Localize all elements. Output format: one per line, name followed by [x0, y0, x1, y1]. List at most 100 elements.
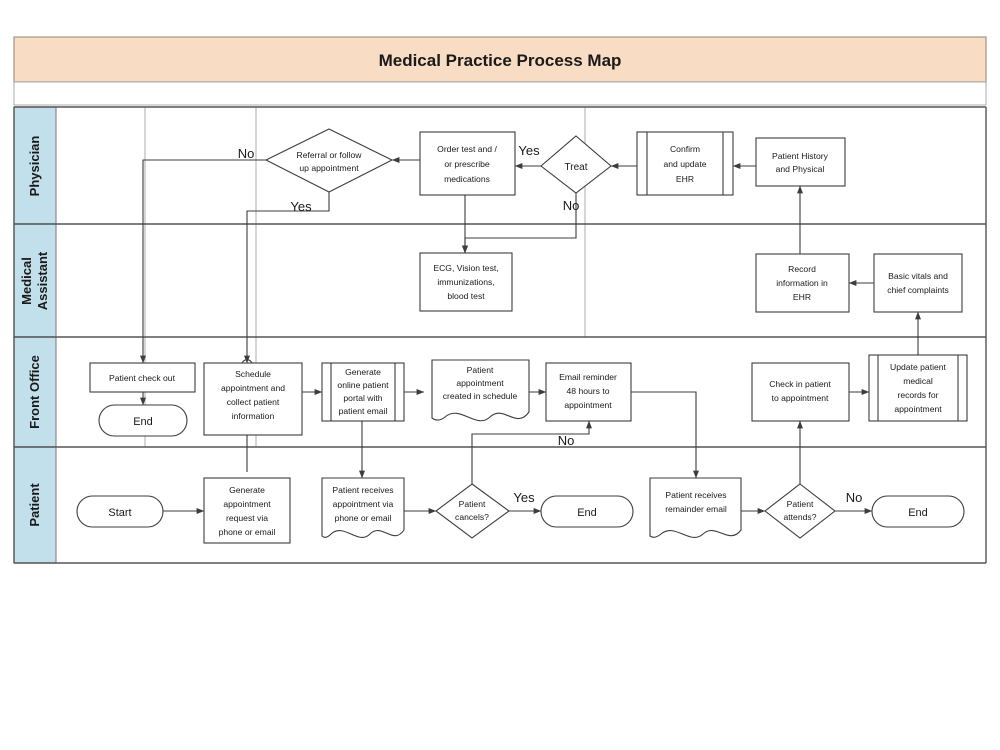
node-generate-appointment-request[interactable]: Generate appointment request via phone o…	[203, 477, 291, 544]
lane-label-physician: Physician	[27, 136, 42, 197]
node-patient-history-physical[interactable]: Patient History and Physical	[755, 137, 846, 187]
node-referral-decision[interactable]: Referral or follow up appointment	[264, 128, 394, 193]
node-history-line1: Patient History	[772, 151, 829, 161]
edge-referral-no-to-checkout	[140, 159, 266, 364]
node-referral-line1: Referral or follow	[297, 150, 363, 160]
node-referral-line2: up appointment	[299, 163, 359, 173]
node-recv-appt-line3: phone or email	[335, 513, 392, 523]
lane-label-front-office-text: Front Office	[27, 355, 42, 429]
lane-label-bg-medical-assistant	[13, 223, 57, 338]
title-spacer-row	[13, 81, 987, 106]
page-title: Medical Practice Process Map	[379, 51, 622, 70]
node-checkin-line2: to appointment	[772, 393, 829, 403]
node-end-noattend-label: End	[908, 507, 928, 519]
node-schedule-appointment[interactable]: Schedule appointment and collect patient…	[203, 362, 303, 436]
node-attends-line2: attends?	[784, 512, 817, 522]
node-end-patient-not-attends[interactable]: End	[871, 495, 965, 528]
node-schedule-line3: collect patient	[227, 397, 280, 407]
node-recv-rem-line1: Patient receives	[665, 490, 726, 500]
node-cancels-line1: Patient	[459, 499, 486, 509]
node-tests-line2: immunizations,	[437, 277, 494, 287]
node-patient-receives-appointment-document[interactable]: Patient receives appointment via phone o…	[321, 477, 405, 538]
node-order-line1: Order test and /	[437, 144, 497, 154]
node-check-in-patient[interactable]: Check in patient to appointment	[751, 362, 850, 422]
lane-label-physician-text: Physician	[27, 136, 42, 197]
node-treat-label: Treat	[565, 162, 588, 173]
connectors: End --> Email reminder (up & around to t…	[140, 157, 921, 514]
node-schedule-line1: Schedule	[235, 369, 271, 379]
lane-label-column	[13, 106, 57, 564]
node-record-information-ehr[interactable]: Record information in EHR	[755, 253, 850, 313]
edge-cancels-no-to-email-reminder	[471, 420, 592, 484]
connector-line-hop	[241, 359, 253, 364]
edge-label-cancels-yes: Yes	[513, 490, 535, 505]
node-schedule-line4: information	[232, 411, 275, 421]
node-end-patient-cancels[interactable]: End	[540, 495, 634, 528]
node-basic-vitals-chief-complaints[interactable]: Basic vitals and chief complaints	[873, 253, 963, 313]
node-patient-attends-decision[interactable]: Patient attends?	[764, 483, 836, 539]
edge-label-treat-yes: Yes	[518, 143, 540, 158]
node-request-line1: Generate	[229, 485, 265, 495]
node-patient-cancels-decision[interactable]: Patient cancels?	[435, 483, 510, 539]
lane-label-medical-assistant: Medical Assistant	[19, 251, 50, 310]
node-email-reminder[interactable]: Email reminder 48 hours to appointment	[545, 362, 632, 422]
lane-bodies	[13, 106, 987, 564]
node-appt-created-line3: created in schedule	[443, 391, 518, 401]
node-portal-line4: patient email	[339, 406, 388, 416]
node-order-test-prescribe[interactable]: Order test and / or prescribe medication…	[419, 131, 516, 196]
title-band: Medical Practice Process Map	[13, 36, 987, 83]
lane-label-front-office: Front Office	[27, 355, 42, 429]
node-record-ehr-line1: Record	[788, 264, 816, 274]
node-checkin-line1: Check in patient	[769, 379, 831, 389]
node-request-line4: phone or email	[219, 527, 276, 537]
edge-label-referral-yes: Yes	[290, 199, 312, 214]
node-treat-decision[interactable]: Treat	[540, 135, 612, 194]
node-portal-line2: online patient	[337, 380, 389, 390]
node-update-rec-line3: records for	[897, 390, 938, 400]
node-update-medical-records[interactable]: Update patient medical records for appoi…	[868, 354, 968, 422]
node-update-rec-line2: medical	[903, 376, 933, 386]
edge-email-reminder-to-recv-remainder	[631, 391, 699, 479]
node-record-ehr-line3: EHR	[793, 292, 811, 302]
node-start-terminator[interactable]: Start	[76, 495, 164, 528]
lane-label-medical-assistant-line1: Medical	[19, 257, 34, 305]
lane-label-patient: Patient	[27, 483, 42, 527]
node-appointment-created-document[interactable]: Patient appointment created in schedule	[431, 359, 530, 422]
lane-label-patient-text: Patient	[27, 483, 42, 527]
node-recv-appt-line2: appointment via	[333, 499, 394, 509]
node-patient-receives-remainder-document[interactable]: Patient receives remainder email	[649, 477, 742, 539]
node-history-line2: and Physical	[776, 164, 825, 174]
node-portal-line3: portal with	[343, 393, 382, 403]
node-ecg-vision-immunizations-blood[interactable]: ECG, Vision test, immunizations, blood t…	[419, 252, 513, 312]
node-generate-online-portal[interactable]: Generate online patient portal with pati…	[321, 362, 405, 422]
edge-label-referral-no: No	[238, 146, 255, 161]
node-patient-check-out[interactable]: Patient check out	[89, 362, 196, 393]
node-checkout-label: Patient check out	[109, 373, 176, 383]
node-vitals-line1: Basic vitals and	[888, 271, 948, 281]
node-appt-created-line2: appointment	[456, 378, 504, 388]
node-confirm-ehr-line3: EHR	[676, 174, 694, 184]
node-confirm-ehr-line1: Confirm	[670, 144, 700, 154]
node-attends-line1: Patient	[787, 499, 814, 509]
node-email-rem-line2: 48 hours to	[567, 386, 610, 396]
node-schedule-line2: appointment and	[221, 383, 285, 393]
node-confirm-ehr-line2: and update	[663, 159, 706, 169]
edge-labels: No Yes Yes No No Yes No	[238, 143, 863, 505]
node-request-line2: appointment	[223, 499, 271, 509]
edge-label-treat-no: No	[563, 198, 580, 213]
node-end-fo-label: End	[133, 416, 153, 428]
node-end-front-office[interactable]: End	[98, 404, 188, 437]
node-confirm-update-ehr[interactable]: Confirm and update EHR	[636, 131, 734, 196]
node-email-rem-line1: Email reminder	[559, 372, 617, 382]
lane-label-medical-assistant-line2: Assistant	[35, 251, 50, 310]
node-end-cancel-label: End	[577, 507, 597, 519]
edge-label-cancels-no: No	[558, 433, 575, 448]
node-recv-rem-line2: remainder email	[665, 504, 727, 514]
node-start-label: Start	[108, 507, 131, 519]
node-email-rem-line3: appointment	[564, 400, 612, 410]
edge-referral-yes-to-schedule	[244, 192, 330, 364]
node-tests-line1: ECG, Vision test,	[433, 263, 498, 273]
node-recv-appt-line1: Patient receives	[332, 485, 393, 495]
